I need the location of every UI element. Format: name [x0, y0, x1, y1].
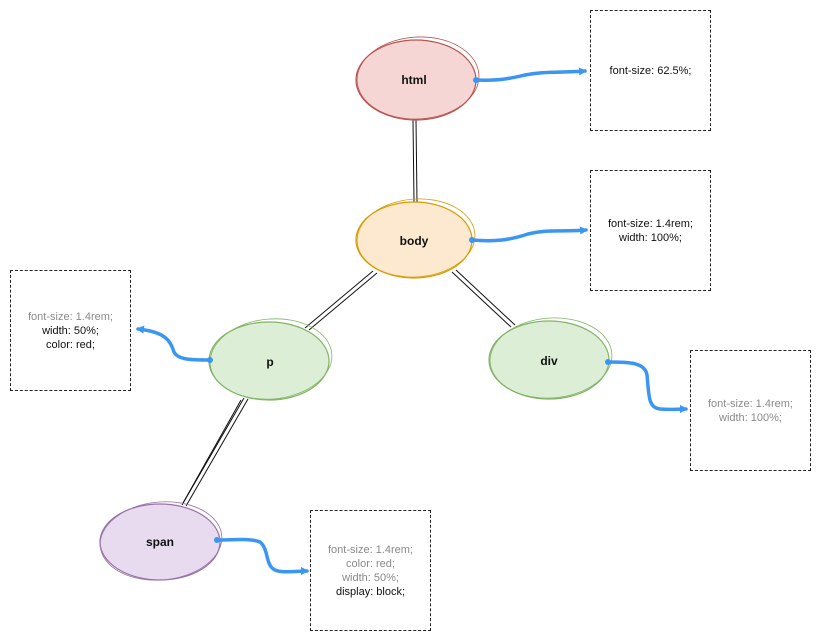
- arrow-html-box: [474, 67, 587, 82]
- node-html-sketch-outline: [356, 36, 480, 120]
- arrow-div-start-dot: [605, 359, 611, 365]
- style-box-p: font-size: 1.4rem;width: 50%;color: red;: [10, 270, 131, 391]
- node-div-label: div: [540, 354, 558, 368]
- edge-p-span: [181, 397, 249, 507]
- style-box-span-line: font-size: 1.4rem;: [328, 543, 413, 556]
- node-body-sketch-outline: [356, 198, 476, 278]
- node-span-label: span: [146, 535, 174, 549]
- node-span-sketch-outline: [99, 501, 223, 581]
- style-box-div-line: width: 100%;: [719, 411, 782, 424]
- node-p-label: p: [266, 355, 273, 369]
- style-box-div: font-size: 1.4rem;width: 100%;: [690, 350, 811, 471]
- node-div-sketch-outline: [489, 317, 613, 399]
- edge-html-body: [412, 119, 418, 203]
- style-box-p-line: color: red;: [46, 338, 95, 351]
- style-box-body-line: width: 100%;: [619, 231, 682, 244]
- arrow-body-start-dot: [469, 237, 475, 243]
- edge-body-div: [451, 269, 516, 328]
- arrow-html-start-dot: [473, 77, 479, 83]
- style-box-p-line: font-size: 1.4rem;: [28, 310, 113, 323]
- style-box-span-line: display: block;: [335, 585, 406, 598]
- node-body-label: body: [400, 234, 429, 248]
- node-p: p: [208, 318, 333, 401]
- style-box-span-line: width: 50%;: [342, 571, 399, 584]
- node-p-sketch-outline: [209, 318, 333, 400]
- arrow-body-box: [470, 226, 588, 243]
- style-box-span-line: color: red;: [346, 557, 395, 570]
- node-span: span: [99, 501, 223, 581]
- arrow-p-start-dot: [207, 357, 213, 363]
- style-box-html-line: font-size: 62.5%;: [609, 64, 692, 77]
- arrow-span-box: [215, 537, 309, 576]
- style-box-body: font-size: 1.4rem;width: 100%;: [590, 170, 711, 291]
- style-box-p-line: width: 50%;: [42, 324, 99, 337]
- arrow-span-start-dot: [214, 537, 220, 543]
- style-arrows: [136, 67, 688, 576]
- arrow-div-box: [606, 360, 688, 414]
- node-html: html: [355, 36, 480, 121]
- arrow-p-box: [136, 325, 212, 362]
- edge-body-p: [304, 270, 378, 331]
- style-box-div-line: font-size: 1.4rem;: [708, 397, 793, 410]
- node-body: body: [355, 198, 476, 279]
- style-box-html: font-size: 62.5%;: [590, 10, 711, 131]
- style-box-span: font-size: 1.4rem;color: red;width: 50%;…: [310, 510, 431, 631]
- style-box-body-line: font-size: 1.4rem;: [608, 217, 693, 230]
- node-div: div: [488, 317, 613, 400]
- tree-edges: [181, 119, 516, 507]
- node-html-label: html: [401, 73, 426, 87]
